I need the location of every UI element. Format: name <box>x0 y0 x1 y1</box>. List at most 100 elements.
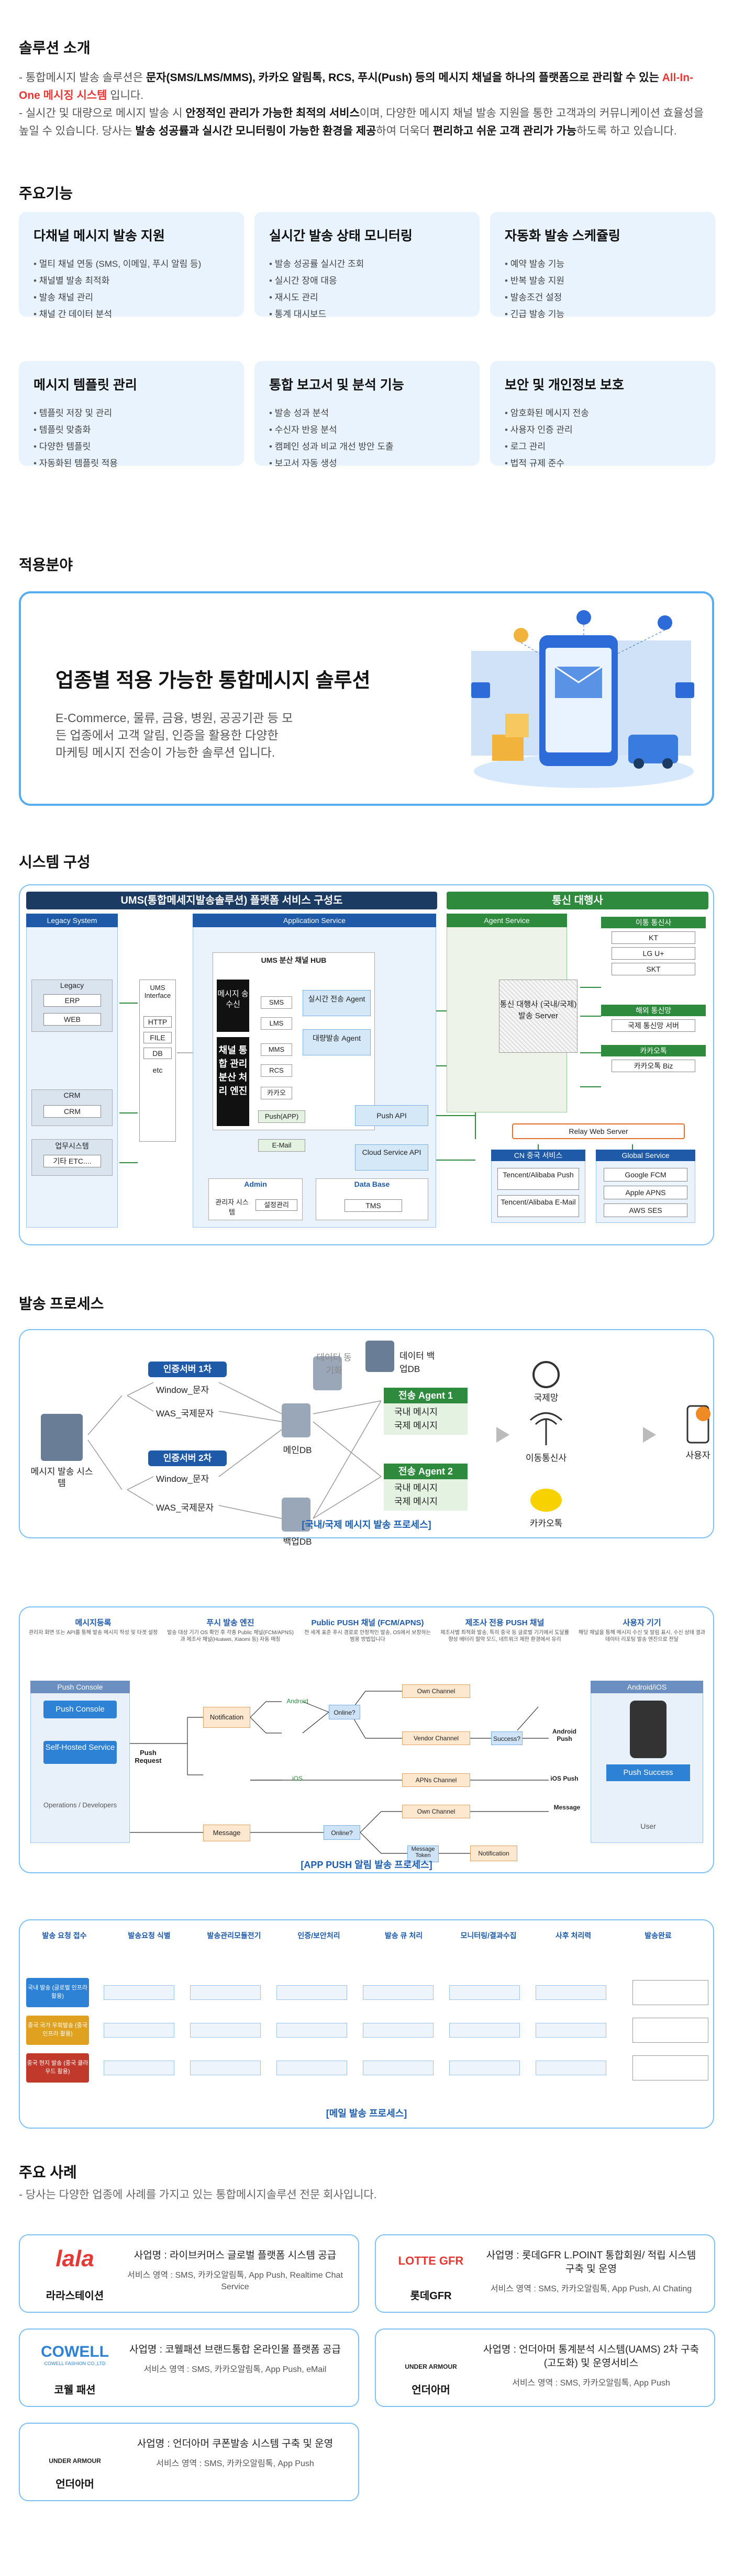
mail-route-result <box>632 2055 708 2080</box>
ios-label: iOS <box>292 1775 303 1782</box>
push-step-desc: 전 세계 표준 푸시 경로로 안정적인 발송, OS에서 보장하는 범용 방법입… <box>304 1630 431 1643</box>
feature-card-title: 보안 및 개인정보 보호 <box>505 378 624 392</box>
push-step-title: Public PUSH 채널 (FCM/APNS) <box>311 1618 424 1627</box>
database-title: Data Base <box>354 1180 390 1188</box>
crm-box: CRM <box>43 1105 101 1118</box>
self-hosted-button[interactable]: Self-Hosted Service <box>43 1741 117 1764</box>
system-header-right: 통신 대행사 <box>447 892 708 909</box>
mail-route-step <box>276 1985 347 2000</box>
mail-route-result <box>632 2018 708 2043</box>
push-step-desc: 발송 대상 기기 OS 확인 후 각종 Public 채널(FCM/APNS)과… <box>167 1630 294 1643</box>
success-check: Success? <box>491 1731 523 1745</box>
own-channel: Own Channel <box>402 1684 470 1698</box>
channel-box: E-Mail <box>258 1139 305 1152</box>
mail-route-label: 중국 국가 우회발송 (중국 인프라 활용) <box>26 2016 89 2045</box>
push-console-button[interactable]: Push Console <box>43 1701 117 1718</box>
feature-item: 법적 규제 준수 <box>505 455 701 472</box>
process-connectors <box>41 1341 710 1532</box>
push-success-button[interactable]: Push Success <box>606 1764 690 1781</box>
case-company-name: 언더아머 <box>55 2479 94 2490</box>
feature-card: 보안 및 개인정보 보호암호화된 메시지 전송사용자 인증 관리로그 관리법적 … <box>490 361 715 468</box>
feature-card-title: 실시간 발송 상태 모니터링 <box>269 229 413 243</box>
mail-caption: [메일 발송 프로세스] <box>326 2108 407 2119</box>
case-logo-text: UNDER ARMOUR <box>405 2363 457 2370</box>
mail-step-title: 발송관리모듈전기 <box>207 1931 261 1940</box>
ops-label: Operations / Developers <box>43 1801 117 1809</box>
feature-card-title: 자동화 발송 스케쥴링 <box>505 229 620 243</box>
apple-apns: Apple APNS <box>604 1186 687 1199</box>
channel-box: Push(APP) <box>258 1110 305 1123</box>
overseas-header: 해외 통신망 <box>601 1005 706 1016</box>
push-step-title: 메시지등록 <box>75 1618 112 1627</box>
aws-ses: AWS SES <box>604 1203 687 1217</box>
omnichannel-illustration <box>471 610 694 788</box>
features-title: 주요기능 <box>19 185 73 201</box>
push-console-header: Push Console <box>30 1681 130 1693</box>
feature-card: 자동화 발송 스케쥴링예약 발송 기능반복 발송 지원발송조건 설정긴급 발송 … <box>490 212 715 319</box>
feature-item: 채널별 발송 최적화 <box>34 273 229 289</box>
device-header: Android/iOS <box>591 1681 703 1693</box>
main-db-label: 메인DB <box>283 1445 312 1455</box>
apply-headline: 업종별 적용 가능한 통합메시지 솔루션 <box>55 670 371 692</box>
apply-title: 적용분야 <box>19 557 73 573</box>
bulk-agent: 대량발송 Agent <box>303 1029 371 1055</box>
feature-item: 다양한 템플릿 <box>34 438 229 455</box>
mail-route-step <box>536 1985 606 2000</box>
case-company-name: 롯데GFR <box>410 2290 452 2302</box>
mail-route-step <box>536 2061 606 2075</box>
carrier-label: 이동통신사 <box>525 1453 567 1463</box>
relay-server-1: 인증서버 1차 <box>148 1362 227 1377</box>
mail-route-step <box>536 2023 606 2038</box>
sender-system: 메시지 발송 시스템 <box>30 1467 93 1488</box>
admin-title: Admin <box>244 1180 267 1188</box>
intl-network-label: 국제망 <box>534 1393 559 1403</box>
mail-step-title: 발송 요청 접수 <box>42 1931 87 1940</box>
relay1-window: Window_문자 <box>156 1385 209 1395</box>
apns-channel: APNs Channel <box>402 1773 470 1787</box>
mail-step-title: 모니터링/결과수집 <box>460 1931 517 1940</box>
channel-box: 카카오 <box>261 1087 292 1099</box>
mail-step-title: 발송요청 식별 <box>128 1931 171 1940</box>
ums-interface <box>139 980 176 1142</box>
agent-service-header: Agent Service <box>447 914 567 927</box>
case-project: 사업명 : 언더아머 통계분석 시스템(UAMS) 2차 구축(고도화) 및 운… <box>483 2344 699 2369</box>
case-services: 서비스 영역 : SMS, 카카오알림톡, App Push, eMail <box>143 2365 327 2374</box>
message-token: Message Token <box>407 1846 439 1862</box>
mail-route-step <box>449 1985 520 2000</box>
feature-item: 암호화된 메시지 전송 <box>505 405 701 422</box>
notification-box-2: Notification <box>470 1846 517 1861</box>
feature-item: 재시도 관리 <box>269 289 465 306</box>
legacy-system-header: Legacy System <box>26 914 118 927</box>
user-label: 사용자 <box>685 1450 710 1460</box>
feature-item: 보고서 자동 생성 <box>269 455 465 472</box>
mail-route-step <box>363 1985 434 2000</box>
push-step-desc: 관리자 화면 또는 API를 통해 발송 메시지 작성 및 타겟 설정 <box>28 1630 158 1636</box>
feature-item: 수신자 반응 분석 <box>269 422 465 438</box>
mail-route-step <box>276 2023 347 2038</box>
online-check: Online? <box>329 1705 360 1719</box>
feature-item: 예약 발송 기능 <box>505 256 701 273</box>
channel-box: LMS <box>261 1017 292 1030</box>
legacy-panel <box>26 914 118 1228</box>
relay2-window: Window_문자 <box>156 1474 209 1484</box>
intro-paragraph-1: - 통합메시지 발송 솔루션은 문자(SMS/LMS/MMS), 카카오 알림톡… <box>19 72 694 102</box>
system-title: 시스템 구성 <box>19 854 91 870</box>
hub-title: UMS 분산 채널 HUB <box>261 956 327 964</box>
http-box: HTTP <box>143 1016 172 1028</box>
feature-item: 발송 채널 관리 <box>34 289 229 306</box>
mail-route-step <box>190 1985 261 2000</box>
google-fcm: Google FCM <box>604 1168 687 1182</box>
feature-item: 채널 간 데이터 분석 <box>34 306 229 323</box>
feature-item: 실시간 장애 대응 <box>269 273 465 289</box>
push-step-title: 사용자 기기 <box>623 1618 661 1627</box>
case-logo-text: LOTTE GFR <box>398 2254 464 2267</box>
feature-card: 통합 보고서 및 분석 기능발송 성과 분석수신자 반응 분석캠페인 성과 비교… <box>254 361 480 468</box>
case-services: 서비스 영역 : SMS, 카카오알림톡, App Push, AI Chati… <box>490 2285 692 2293</box>
